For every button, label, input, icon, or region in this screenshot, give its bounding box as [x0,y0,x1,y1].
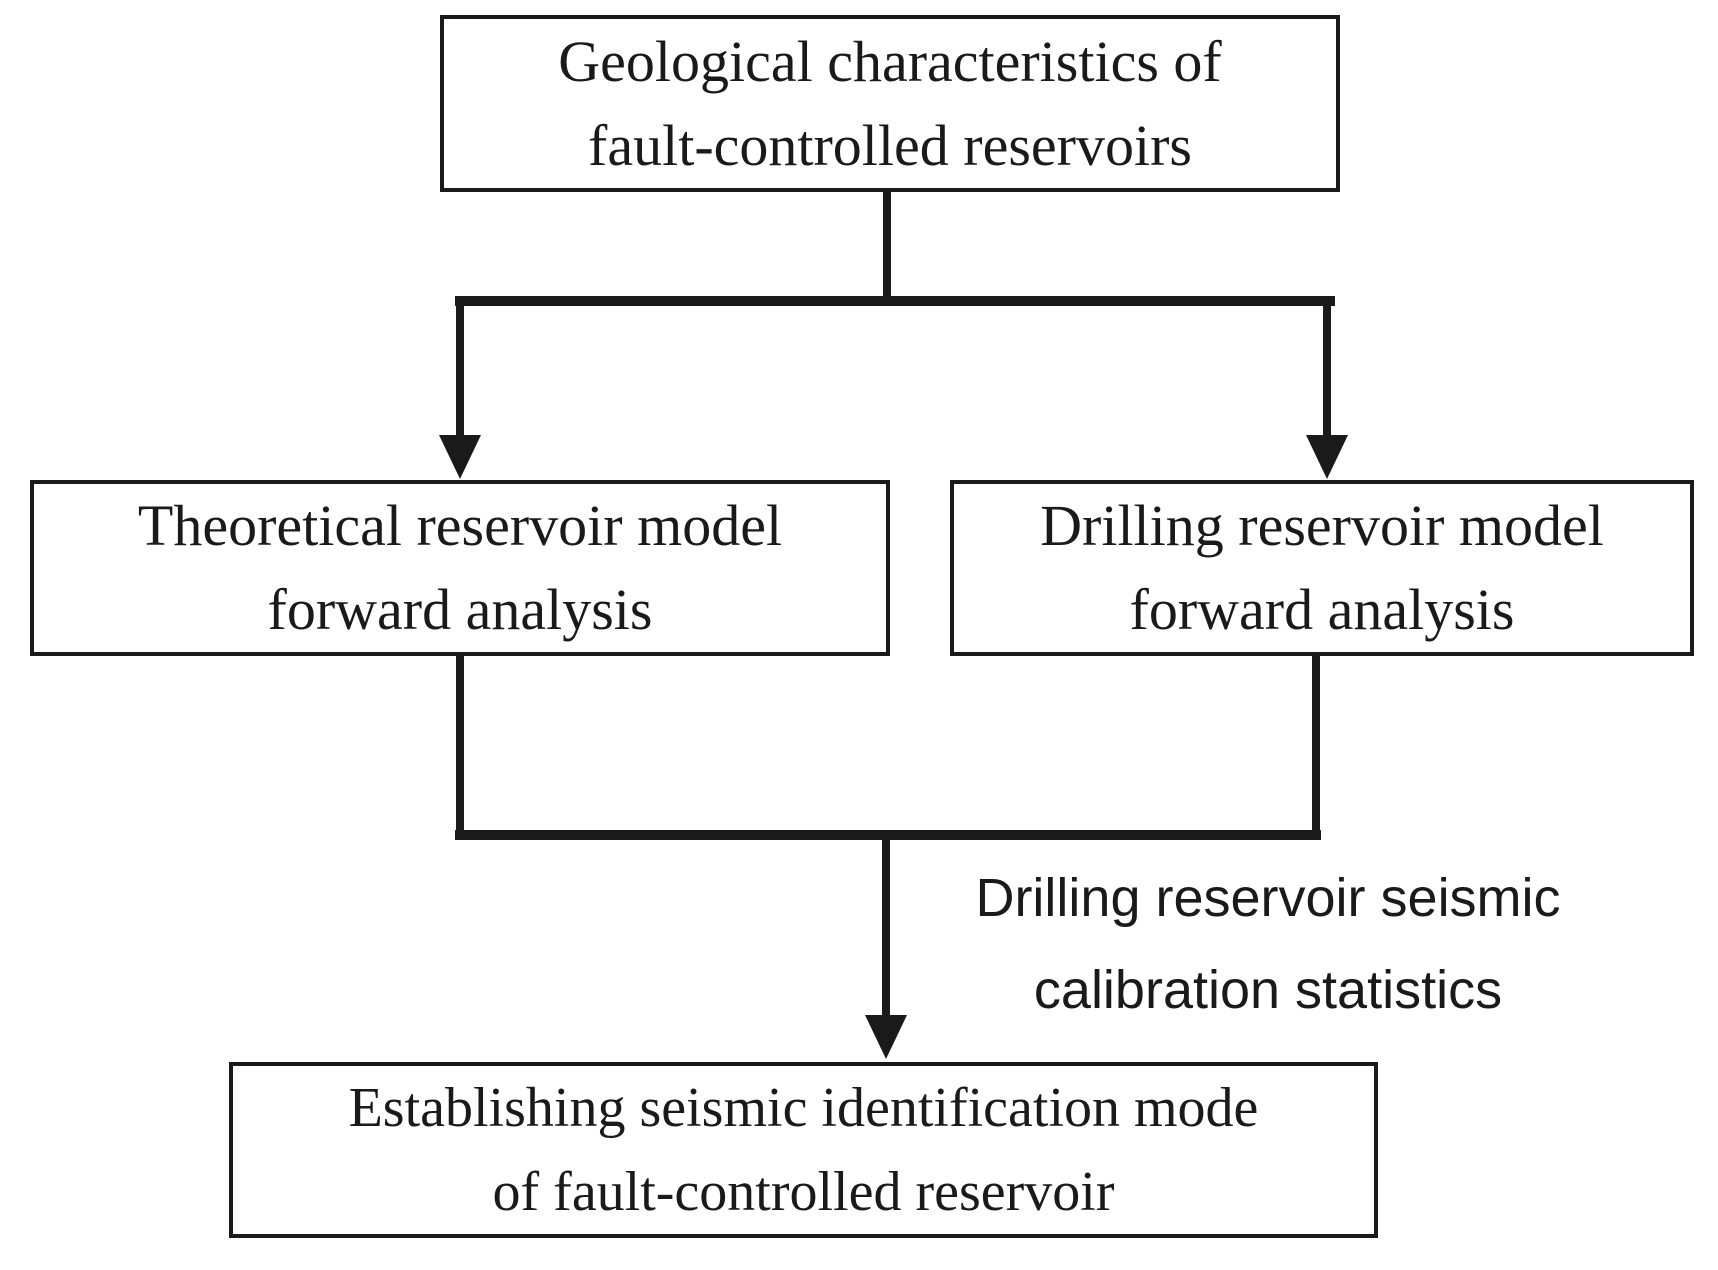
arrow-down-icon [1306,435,1348,479]
node-geological-characteristics: Geological characteristics of fault-cont… [440,15,1340,192]
connector-right-branch [1323,296,1331,438]
connector-left-merge [456,655,464,835]
node-text-line: Drilling reservoir model [1040,493,1604,558]
connector-bottom-stem [882,830,890,1018]
arrow-down-icon [865,1015,907,1059]
node-drilling-model-analysis: Drilling reservoir model forward analysi… [950,480,1694,656]
edge-label-line: Drilling reservoir seismic [975,868,1561,928]
node-text-line: fault-controlled reservoirs [588,112,1192,178]
node-text-line: Theoretical reservoir model [137,493,783,558]
connector-left-branch [456,296,464,438]
node-text-line: of fault-controlled reservoir [492,1161,1115,1223]
connector-branch-bar [455,296,1335,306]
node-text-line: forward analysis [1129,577,1515,642]
node-text-line: forward analysis [267,577,653,642]
arrow-down-icon [439,435,481,479]
connector-right-merge [1312,655,1320,835]
node-text-line: Establishing seismic identification mode [348,1077,1259,1139]
connector-top-stem [883,190,891,302]
edge-label-seismic-calibration: Drilling reservoir seismic calibration s… [900,852,1636,1036]
node-theoretical-model-analysis: Theoretical reservoir model forward anal… [30,480,890,656]
node-establishing-identification-mode: Establishing seismic identification mode… [229,1062,1378,1238]
edge-label-line: calibration statistics [1033,960,1503,1020]
node-text-line: Geological characteristics of [558,28,1222,94]
